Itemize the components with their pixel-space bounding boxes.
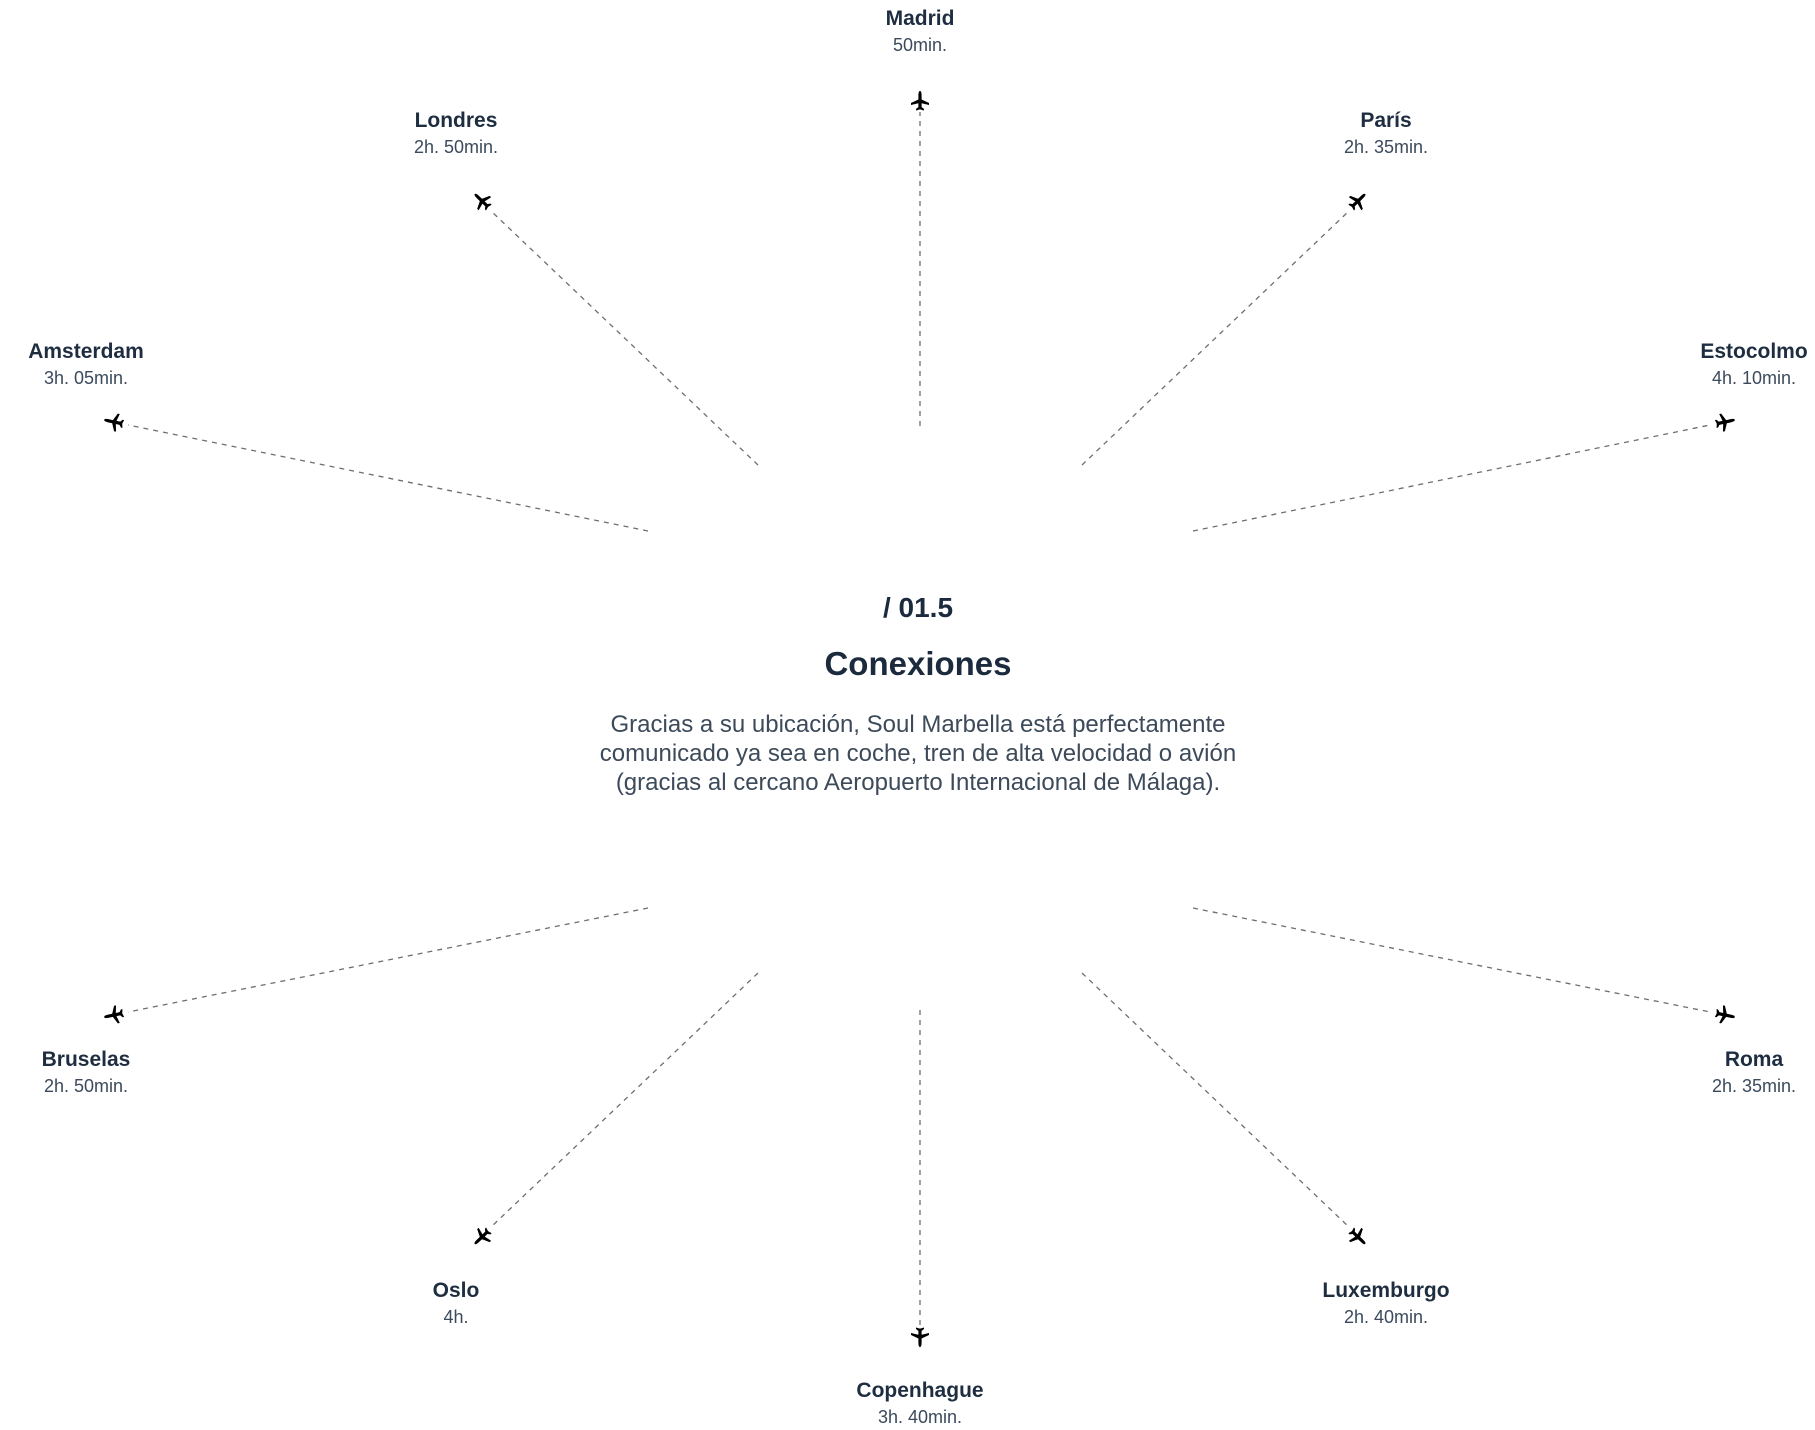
destination-copenhague: Copenhague 3h. 40min. (800, 1378, 1040, 1430)
destination-luxemburgo: Luxemburgo 2h. 40min. (1266, 1278, 1506, 1330)
destination-bruselas: Bruselas 2h. 50min. (0, 1047, 206, 1099)
flight-time: 4h. (443, 1307, 469, 1327)
destination-name: Oslo (432, 1279, 480, 1302)
flight-time: 2h. 35min. (1711, 1076, 1797, 1096)
connections-intro: / 01.5 Conexiones Gracias a su ubicación… (557, 590, 1279, 797)
destination-name: Copenhague (856, 1379, 984, 1402)
flight-time: 3h. 05min. (43, 368, 129, 388)
flight-time: 2h. 35min. (1343, 137, 1429, 157)
destination-name: Luxemburgo (1322, 1279, 1450, 1302)
plane-icon (468, 187, 496, 215)
plane-icon (1344, 1223, 1372, 1251)
plane-icon (102, 1004, 126, 1026)
destination-name: Roma (1724, 1048, 1784, 1071)
flight-time: 2h. 40min. (1343, 1307, 1429, 1327)
flight-time: 3h. 40min. (877, 1407, 963, 1427)
plane-icon (468, 1223, 496, 1251)
route-line-estocolmo (1192, 424, 1711, 532)
destination-name: Bruselas (41, 1048, 131, 1071)
destination-name: Amsterdam (28, 340, 144, 363)
flight-time: 50min. (892, 35, 948, 55)
destination-estocolmo: Estocolmo 4h. 10min. (1634, 339, 1815, 391)
plane-icon (102, 411, 126, 433)
destination-name: París (1360, 109, 1412, 132)
route-line-amsterdam (127, 424, 649, 532)
plane-icon (1713, 1004, 1737, 1026)
plane-icon (1344, 187, 1372, 215)
route-line-bruselas (127, 907, 649, 1013)
destination-name: Londres (414, 109, 498, 132)
section-description: Gracias a su ubicación, Soul Marbella es… (599, 711, 1237, 796)
destination-oslo: Oslo 4h. (336, 1278, 576, 1330)
flight-time: 4h. 10min. (1711, 368, 1797, 388)
route-line-luxemburgo (1081, 972, 1351, 1229)
route-line-londres (489, 209, 759, 466)
section-number: / 01.5 (882, 592, 954, 623)
route-line-paris (1081, 209, 1351, 466)
destination-roma: Roma 2h. 35min. (1634, 1047, 1815, 1099)
destination-name: Madrid (885, 7, 955, 30)
section-title: Conexiones (824, 645, 1012, 682)
plane-icon (1713, 411, 1737, 433)
route-line-roma (1192, 907, 1711, 1013)
destination-paris: París 2h. 35min. (1266, 108, 1506, 160)
destination-amsterdam: Amsterdam 3h. 05min. (0, 339, 206, 391)
flight-time: 2h. 50min. (43, 1076, 129, 1096)
destination-madrid: Madrid 50min. (800, 6, 1040, 58)
destination-name: Estocolmo (1700, 340, 1808, 363)
plane-icon (911, 1327, 929, 1347)
flight-time: 2h. 50min. (413, 137, 499, 157)
destination-londres: Londres 2h. 50min. (336, 108, 576, 160)
route-line-oslo (489, 972, 759, 1229)
plane-icon (911, 91, 929, 111)
